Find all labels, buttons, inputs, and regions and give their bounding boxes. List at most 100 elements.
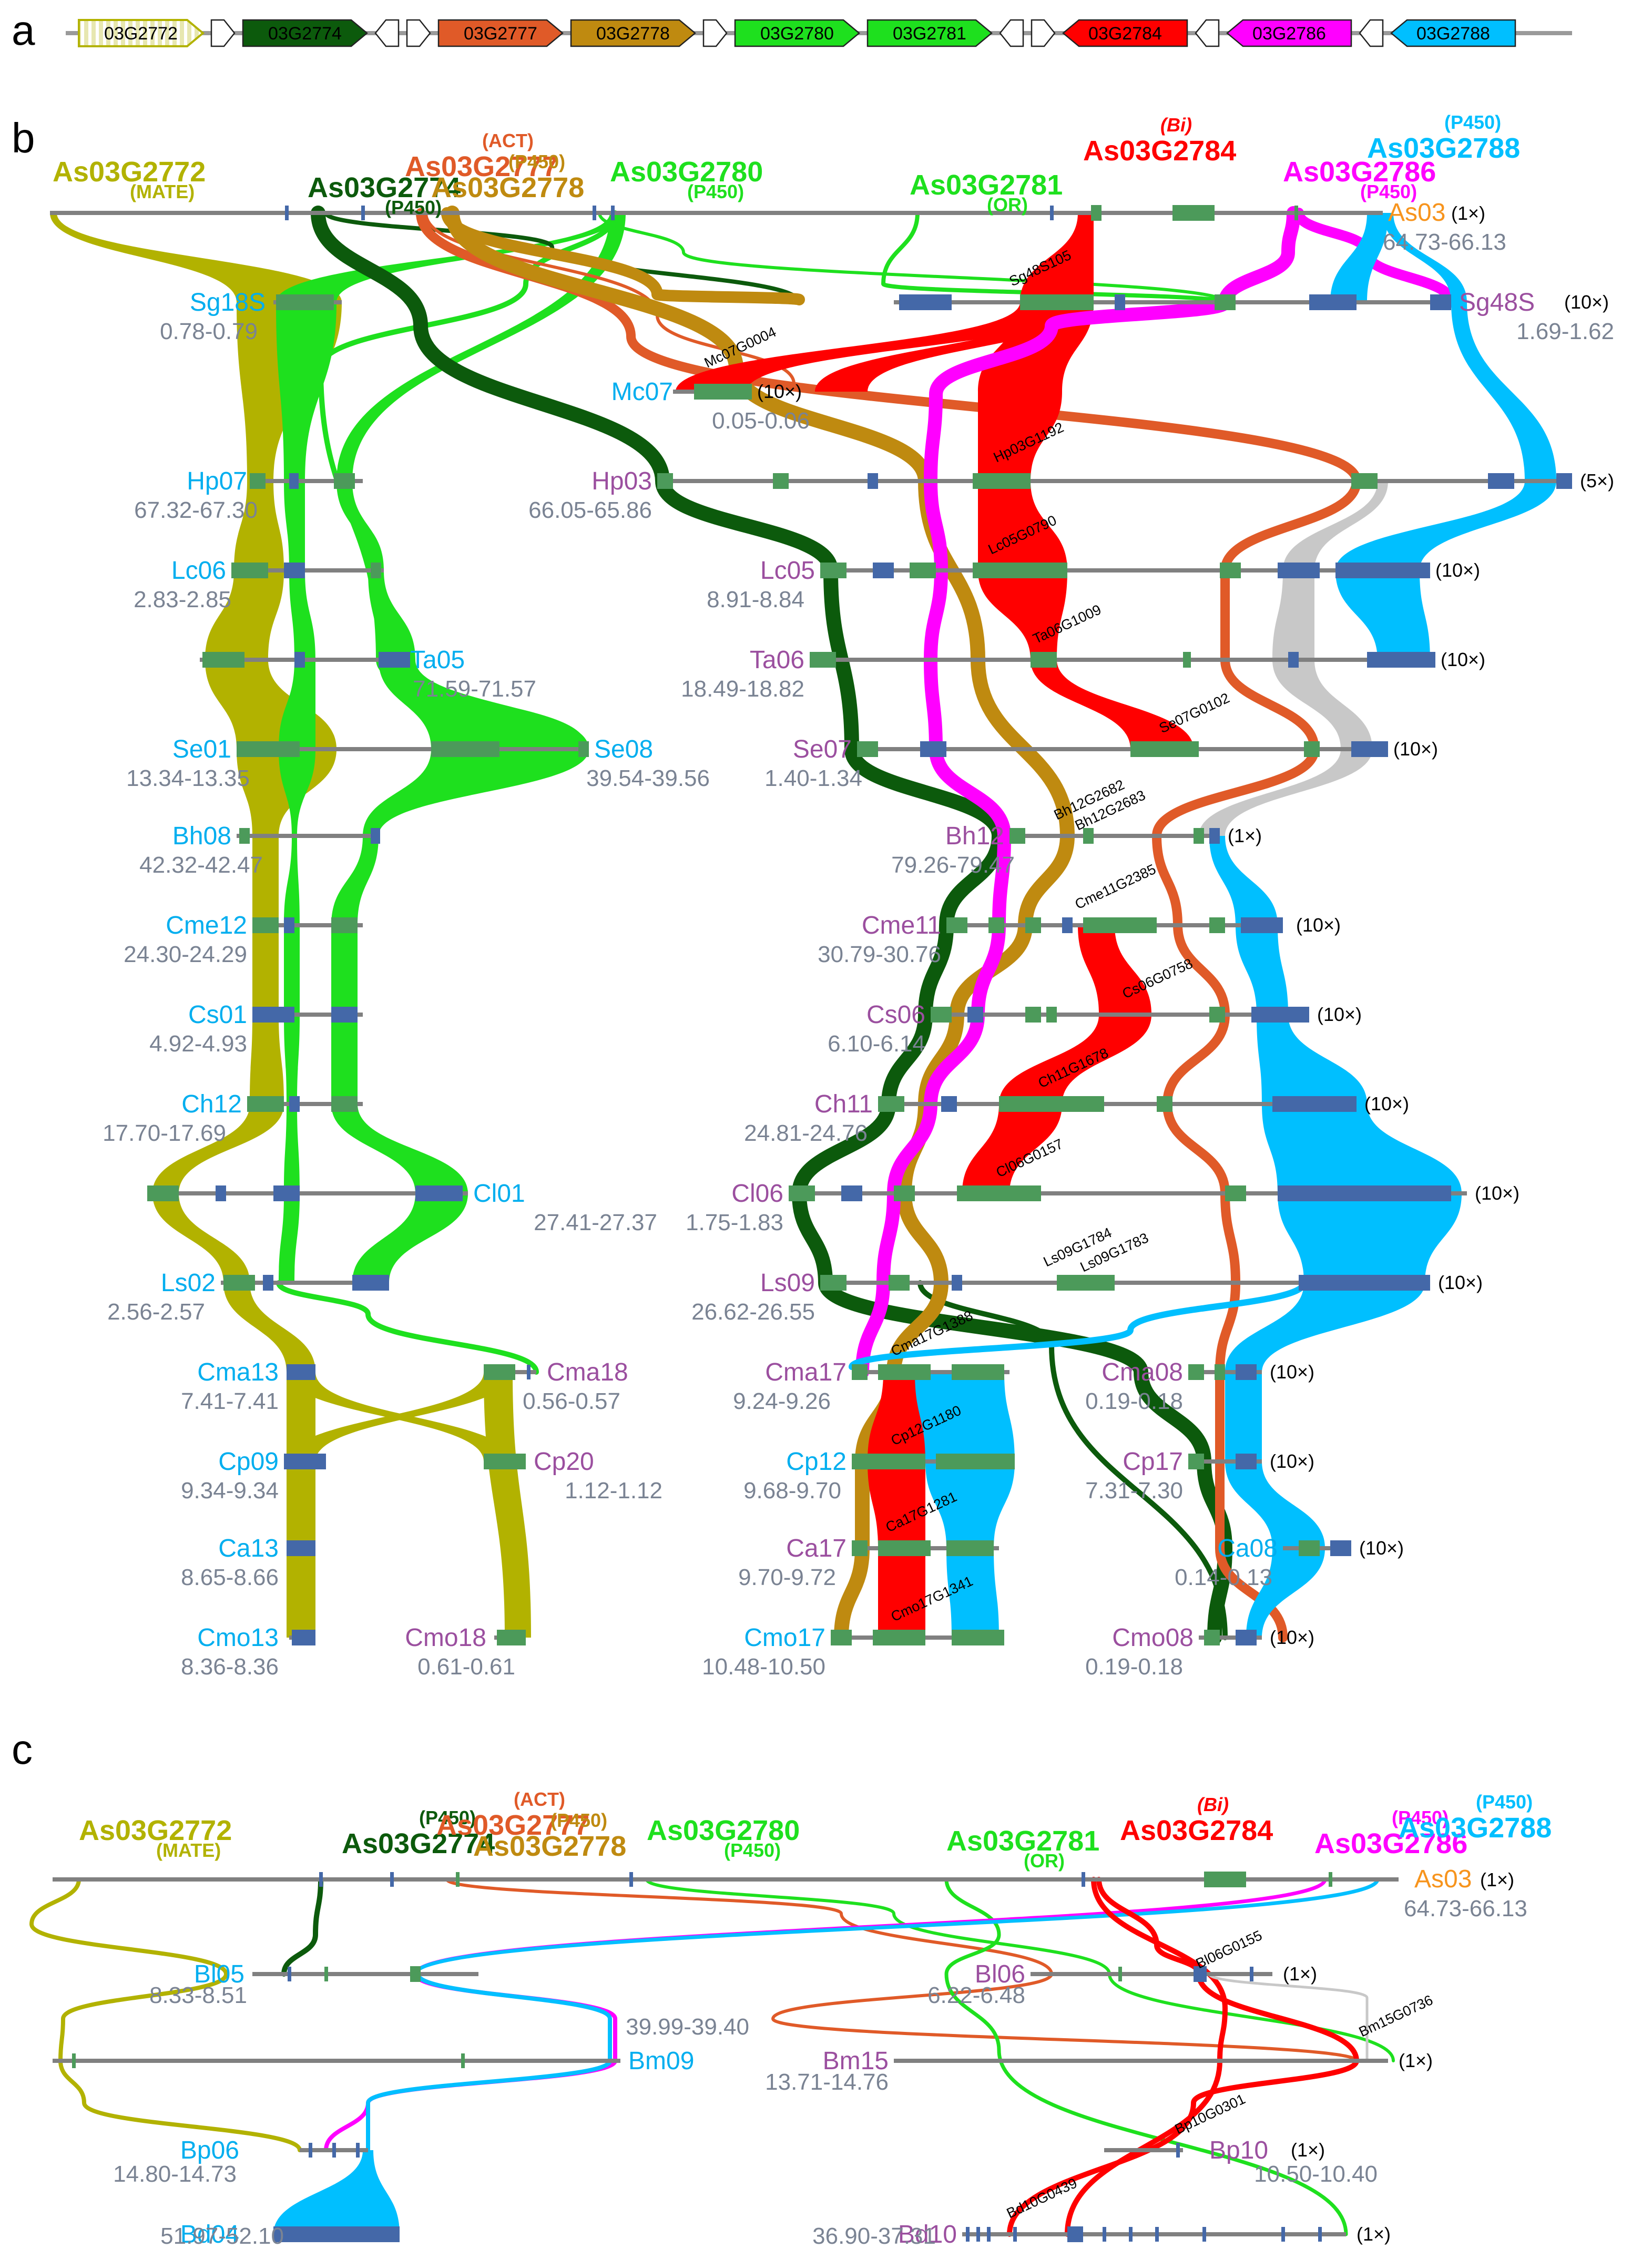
p450-2780-ribbon: [284, 1015, 300, 1104]
chromosome-multiplier: (10×): [1564, 291, 1609, 313]
gene-label-c-as03g2781: As03G2781: [946, 1825, 1099, 1857]
gene-block: [250, 473, 266, 489]
mate-ribbon: [234, 481, 284, 570]
gene-block: [936, 1454, 1015, 1469]
chromosome-name-ta06: Ta06: [750, 646, 804, 674]
gene-block: [578, 741, 589, 757]
chromosome-name-cma13: Cma13: [197, 1358, 279, 1386]
gene-block: [484, 1364, 515, 1380]
p450-2780-ribbon: [276, 302, 336, 481]
chromosome-name-cp09: Cp09: [218, 1448, 279, 1476]
chromosome-range: 18.49-18.82: [681, 676, 804, 702]
gene-tick: [1176, 2143, 1180, 2158]
chromosome-range: 30.79-30.76: [818, 942, 941, 967]
gene-block: [237, 741, 300, 757]
gene-block: [1220, 563, 1241, 578]
chromosome-range: 0.61-0.61: [417, 1654, 515, 1680]
chromosome-name-bm09: Bm09: [628, 2047, 694, 2075]
gene-tick: [1082, 1872, 1085, 1887]
gene-label-c-as03g2777: As03G2777: [436, 1810, 589, 1841]
gene-tick: [332, 2143, 336, 2158]
p450-2780-ribbon: [331, 1015, 358, 1104]
p450-2780-ribbon: [289, 570, 315, 660]
chromosome-name-sg48s: Sg48S: [1459, 289, 1535, 316]
gene-arrow-03g2772: [78, 19, 205, 47]
gene-block: [1299, 1275, 1430, 1291]
or-link: [881, 211, 1227, 304]
chromosome-range: 26.62-26.55: [691, 1299, 815, 1325]
gene-block: [371, 563, 381, 578]
gene-tick: [611, 206, 615, 220]
chromosome-lines-c: [53, 1872, 1399, 2242]
gene-block: [1215, 1364, 1225, 1380]
chromosome-name-ls02: Ls02: [161, 1269, 216, 1297]
gene-block: [1194, 1966, 1207, 1982]
gene-arrow-03g2781: [866, 19, 993, 47]
chromosome-range: 8.33-8.51: [149, 1982, 247, 2008]
gene-tick: [629, 1872, 633, 1887]
chromosome-name-sg18s: Sg18S: [190, 289, 266, 316]
mate-ribbon: [152, 1104, 284, 1193]
p450-2780-ribbon: [279, 660, 315, 749]
gene-annotation-c: (P450): [419, 1807, 476, 1828]
gene-block: [1330, 1540, 1351, 1556]
gene-label-as03g2778: As03G2778: [431, 172, 584, 203]
mate-ribbon: [205, 570, 284, 660]
gene-tick: [1250, 1967, 1253, 1981]
p450-2774-link-c: [281, 1877, 323, 1977]
p450-2788-ribbon: [915, 1372, 1015, 1461]
gene-block: [331, 1096, 358, 1112]
gene-block: [1115, 294, 1125, 310]
gene-block: [331, 917, 358, 933]
chromosome-range: 7.41-7.41: [181, 1388, 279, 1414]
chromosome-multiplier: (1×): [1283, 1963, 1317, 1985]
gene-arrow-unnamed: [406, 19, 431, 47]
reference-gene-block: [1204, 1872, 1246, 1887]
chromosome-range: 24.81-24.76: [744, 1120, 868, 1146]
gene-block: [946, 917, 967, 933]
chromosome-range: 8.65-8.66: [181, 1565, 279, 1590]
gene-block: [973, 473, 1031, 489]
p450-2788-ribbon: [1262, 1104, 1462, 1193]
chromosome-name-cmo18: Cmo18: [405, 1624, 486, 1652]
gene-block: [1025, 1007, 1041, 1023]
gene-block: [1188, 1454, 1204, 1469]
gene-tick: [1294, 206, 1298, 220]
chromosome-multiplier: (1×): [1228, 825, 1262, 846]
gene-block: [1430, 294, 1451, 310]
chromosome-range: 9.24-9.26: [733, 1388, 831, 1414]
gene-block: [820, 1275, 847, 1291]
gene-id-label-c: Bl06G0155: [1194, 1927, 1265, 1971]
chromosome-name-ls09: Ls09: [760, 1269, 815, 1297]
or-link-c: [944, 1877, 1348, 2236]
chromosome-range: 36.90-37.31: [812, 2223, 936, 2249]
gene-arrow-label: 03G2780: [760, 24, 834, 44]
gene-block: [831, 1630, 852, 1645]
chromosome-multiplier: (10×): [1364, 1093, 1409, 1115]
bi-ribbon: [815, 302, 1094, 392]
mate-link-c: [29, 1877, 302, 2152]
gene-tick: [319, 1872, 323, 1887]
chromosome-range: 13.34-13.35: [126, 765, 250, 791]
chromosome-name-bd10: Bd10: [898, 2221, 957, 2248]
chromosome-multiplier: (10×): [1475, 1182, 1520, 1204]
gene-block: [878, 1540, 931, 1556]
p450-2788-ribbon: [1225, 1372, 1262, 1461]
chromosome-multiplier: (1×): [1291, 2139, 1325, 2161]
gene-arrow-03g2786: [1226, 19, 1352, 47]
gene-arrow-unnamed: [210, 19, 236, 47]
gene-annotation: (P450): [687, 181, 744, 202]
gene-block: [284, 917, 294, 933]
mate-ribbon: [287, 1548, 315, 1638]
chromosome-multiplier: (1×): [1357, 2223, 1391, 2245]
gene-block: [263, 1275, 273, 1291]
chromosome-name-ca13: Ca13: [218, 1535, 279, 1562]
p450-2788-ribbon: [1225, 1461, 1325, 1548]
bi-ribbon: [676, 302, 1094, 392]
panel-letter-a: a: [12, 7, 35, 54]
gene-block: [216, 1185, 226, 1201]
gene-block: [1067, 2226, 1083, 2242]
p450-2788-ribbon: [1246, 1548, 1325, 1638]
reference-multiplier-c: (1×): [1480, 1869, 1514, 1890]
